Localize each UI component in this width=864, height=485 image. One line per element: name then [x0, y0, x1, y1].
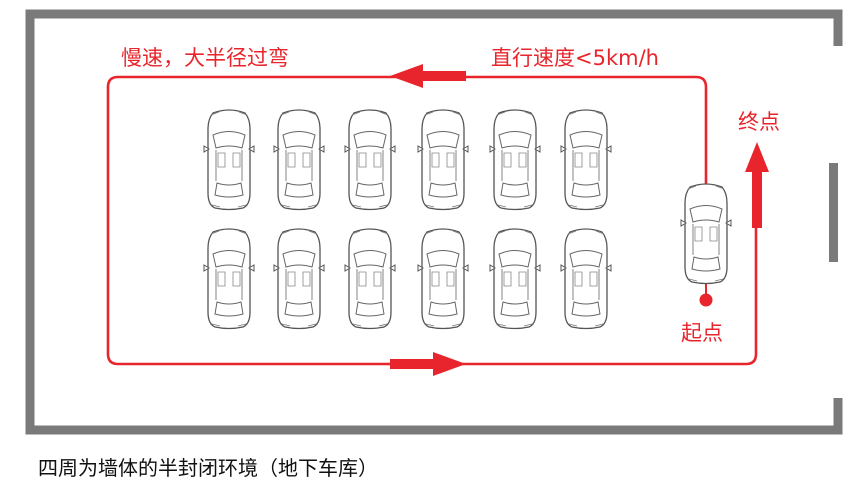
right-arrow — [390, 352, 466, 376]
wall-segment-right — [829, 163, 838, 262]
parked-car — [560, 228, 612, 330]
caption: 四周为墙体的半封闭环境（地下车库） — [38, 456, 378, 480]
parked-car — [203, 228, 255, 330]
parked-car — [489, 109, 541, 211]
up-arrow — [745, 142, 769, 228]
parked-car — [273, 109, 325, 211]
parked-car — [560, 109, 612, 211]
speed-limit-label: 直行速度<5km/h — [491, 46, 659, 70]
parked-car — [344, 228, 396, 330]
parked-car — [273, 228, 325, 330]
parked-car — [417, 109, 469, 211]
parked-car — [417, 228, 469, 330]
parked-car — [344, 109, 396, 211]
route-path — [106, 75, 758, 366]
start-dot — [699, 293, 713, 307]
parked-cars — [203, 109, 612, 330]
parked-car — [489, 228, 541, 330]
wall-outline — [25, 9, 843, 435]
start-point-label: 起点 — [681, 321, 723, 345]
slow-turn-label: 慢速，大半径过弯 — [121, 46, 289, 70]
test-vehicle — [680, 183, 732, 285]
end-point-label: 终点 — [738, 110, 780, 134]
left-arrow — [390, 64, 466, 88]
parked-car — [203, 109, 255, 211]
